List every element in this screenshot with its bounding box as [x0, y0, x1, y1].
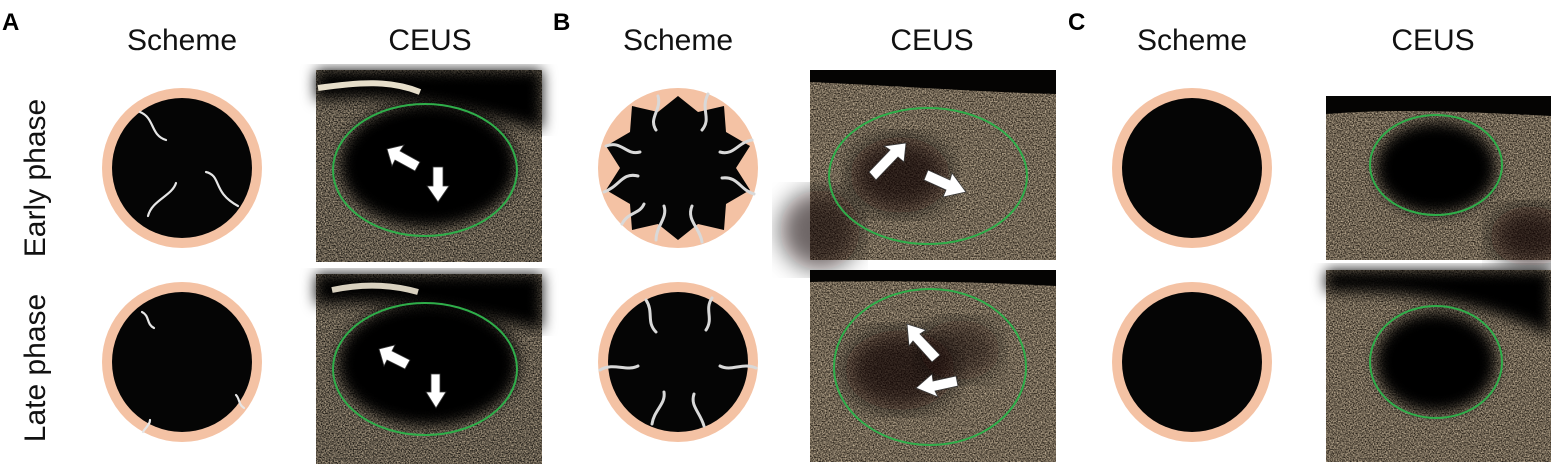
- enhancement-arrows: [906, 323, 959, 398]
- lesion-outline: [833, 288, 1027, 446]
- column-headers: Scheme CEUS Scheme CEUS Scheme CEUS: [127, 24, 1475, 57]
- lesion-core: [608, 292, 748, 432]
- panel-letter-c: C: [1068, 9, 1085, 36]
- ceus-a-early: [316, 70, 542, 262]
- row-headers: Early phase Late phase: [19, 99, 52, 442]
- ceus-a-late: [316, 274, 542, 464]
- scheme-header-c: Scheme: [1137, 24, 1247, 57]
- ceus-c-early: [1326, 96, 1551, 266]
- lesion-core: [1122, 292, 1262, 432]
- ceus-header-a: CEUS: [388, 24, 471, 57]
- lesion-core: [112, 98, 252, 238]
- row-label-late: Late phase: [19, 294, 52, 442]
- ceus-c-late: [1326, 270, 1551, 462]
- vessel-lines: [598, 296, 758, 428]
- scheme-header-a: Scheme: [127, 24, 237, 57]
- ceus-header-b: CEUS: [890, 24, 973, 57]
- vessel-lines: [140, 310, 246, 434]
- lesion-outline: [828, 107, 1028, 245]
- lesion-outline: [332, 103, 518, 237]
- ceus-header-c: CEUS: [1391, 24, 1474, 57]
- scheme-b-early: [598, 88, 758, 248]
- lesion-outline: [332, 302, 518, 436]
- ceus-b-early: [780, 70, 1056, 270]
- scheme-header-b: Scheme: [623, 24, 733, 57]
- lesion-core: [112, 292, 252, 432]
- vessel-lines: [602, 92, 756, 244]
- scheme-c-early: [1112, 88, 1272, 248]
- row-label-early: Early phase: [19, 99, 52, 257]
- scheme-b-late: [598, 282, 758, 442]
- enhancement-arrows: [868, 142, 967, 198]
- lesion-outline: [1369, 305, 1503, 419]
- scheme-c-late: [1112, 282, 1272, 442]
- scheme-a-early: [102, 88, 262, 248]
- panel-letter-a: A: [2, 9, 19, 36]
- panel-letter-b: B: [553, 9, 570, 36]
- enhancement-arrows: [386, 144, 450, 203]
- enhancement-arrows: [378, 344, 447, 409]
- scheme-a-late: [102, 282, 262, 442]
- lesion-core-stellate: [606, 96, 750, 240]
- panel-letters: A B C: [2, 9, 1085, 36]
- ceus-b-late: [810, 270, 1056, 462]
- vessel-lines: [138, 110, 240, 218]
- lesion-core: [1122, 98, 1262, 238]
- lesion-outline: [1369, 114, 1503, 216]
